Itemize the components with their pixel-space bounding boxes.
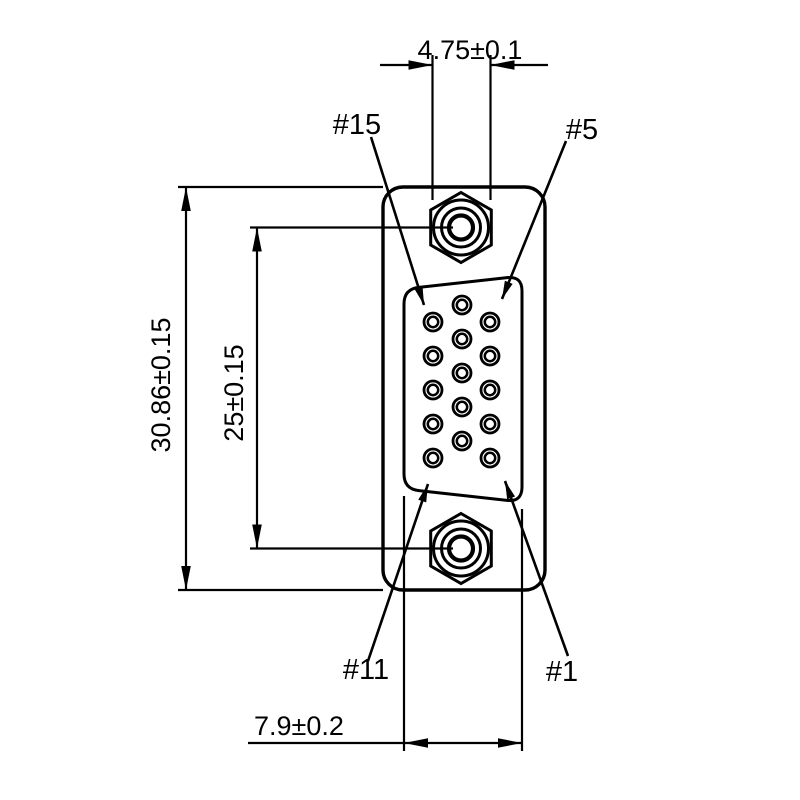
pin-hole xyxy=(422,311,444,333)
pin-hole xyxy=(479,345,501,367)
pin-hole xyxy=(422,447,444,469)
dimension-bottom: 7.9±0.2 xyxy=(248,496,524,751)
pin-hole xyxy=(451,362,473,384)
pin-hole xyxy=(451,328,473,350)
leader-line-pin1 xyxy=(503,480,570,657)
pin-hole xyxy=(451,294,473,316)
pin-hole xyxy=(422,413,444,435)
pin-hole xyxy=(479,379,501,401)
pin-label-11: #11 xyxy=(343,654,389,686)
dim-top-text: 4.75±0.1 xyxy=(418,35,523,65)
dimension-top: 4.75±0.1 xyxy=(380,35,548,200)
pin-label-5: #5 xyxy=(566,114,598,146)
leader-line-pin15 xyxy=(369,136,426,306)
pin-hole xyxy=(479,447,501,469)
pin-hole xyxy=(451,396,473,418)
pin-label-1: #1 xyxy=(546,656,578,688)
leader-line-pin11 xyxy=(366,483,430,662)
hex-nut-outline xyxy=(429,190,493,265)
insulator-outline xyxy=(402,275,524,503)
leader-line-pin5 xyxy=(500,140,568,300)
connector-flange-outline xyxy=(381,185,547,592)
pin-field xyxy=(422,294,501,469)
dim-bottom-text: 7.9±0.2 xyxy=(254,711,344,741)
dimension-left-outer: 30.86±0.15 xyxy=(146,185,383,592)
hex-nut-outline xyxy=(429,511,493,586)
pin-hole xyxy=(422,345,444,367)
pin-hole xyxy=(479,413,501,435)
dim-left-inner-text: 25±0.15 xyxy=(219,344,249,441)
pin-callouts: #15 #5 #11 #1 xyxy=(333,109,598,688)
pin-hole xyxy=(479,311,501,333)
connector-body xyxy=(381,185,547,592)
pin-hole xyxy=(451,430,473,452)
pin-hole xyxy=(422,379,444,401)
pin-label-15: #15 xyxy=(333,109,381,141)
dim-left-outer-text: 30.86±0.15 xyxy=(146,318,176,453)
dimension-left-inner: 25±0.15 xyxy=(219,226,453,550)
